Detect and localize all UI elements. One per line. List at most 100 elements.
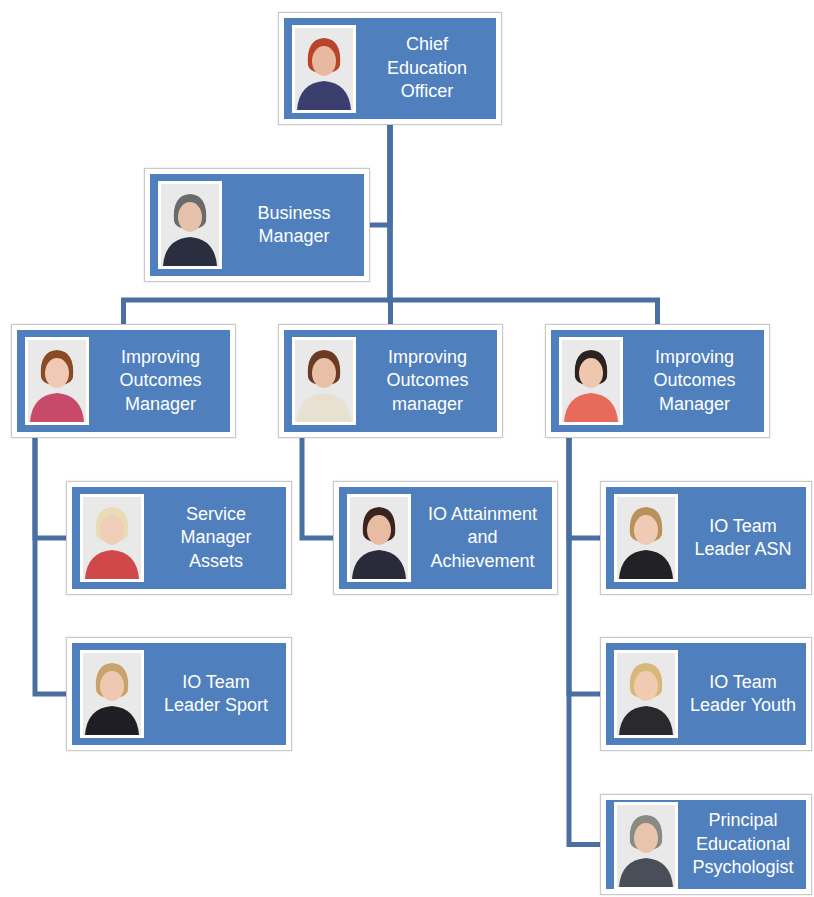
portrait-photo (292, 337, 356, 425)
connector-line (569, 438, 600, 694)
box-text-area: IO Team Leader ASN (686, 487, 800, 589)
org-box: Principal Educational Psychologist (600, 794, 812, 895)
connector-line (124, 125, 391, 324)
photo-face (45, 358, 69, 388)
photo-face (100, 671, 124, 701)
box-fill: Improving Outcomes Manager (551, 330, 764, 432)
org-box: Improving Outcomes Manager (545, 324, 770, 438)
box-text-area: IO Team Leader Youth (686, 643, 800, 745)
connector-line (35, 438, 66, 694)
photo-body (619, 858, 673, 887)
box-label: IO Team Leader Youth (686, 671, 800, 718)
box-label: Improving Outcomes Manager (631, 346, 758, 416)
photo-body (352, 550, 406, 579)
portrait-photo (80, 494, 144, 582)
photo-body (297, 81, 351, 110)
portrait-photo (25, 337, 89, 425)
box-fill: Business Manager (150, 174, 364, 276)
photo-ground (295, 28, 353, 110)
box-fill: Service Manager Assets (72, 487, 286, 589)
portrait-photo (80, 650, 144, 738)
org-box: IO Team Leader Sport (66, 637, 292, 751)
photo-ground (617, 805, 675, 887)
org-box: IO Attainment and Achievement (333, 481, 558, 595)
photo-face (634, 823, 658, 853)
box-label: Principal Educational Psychologist (686, 809, 800, 879)
photo-ground (83, 497, 141, 579)
photo-body (85, 706, 139, 735)
photo-body (85, 550, 139, 579)
connector-line (35, 438, 66, 538)
portrait-photo (614, 802, 678, 890)
connector-line (390, 125, 658, 324)
box-label: Improving Outcomes manager (364, 346, 491, 416)
portrait-photo (614, 494, 678, 582)
box-text-area: Principal Educational Psychologist (686, 800, 800, 889)
photo-ground (295, 340, 353, 422)
connector-line (370, 125, 390, 225)
photo-ground (83, 653, 141, 735)
box-fill: Principal Educational Psychologist (606, 800, 806, 889)
org-box: Chief Education Officer (278, 12, 502, 125)
box-label: Service Manager Assets (152, 503, 280, 573)
box-text-area: Improving Outcomes Manager (631, 330, 758, 432)
photo-body (30, 393, 84, 422)
photo-ground (617, 653, 675, 735)
portrait-photo (559, 337, 623, 425)
photo-frame (292, 25, 356, 113)
box-fill: Chief Education Officer (284, 18, 496, 119)
photo-frame (559, 337, 623, 425)
portrait-photo (614, 650, 678, 738)
photo-face (634, 671, 658, 701)
photo-ground (28, 340, 86, 422)
photo-frame (80, 494, 144, 582)
org-box: Improving Outcomes manager (278, 324, 503, 438)
photo-face (634, 515, 658, 545)
photo-frame (80, 650, 144, 738)
photo-ground (562, 340, 620, 422)
box-text-area: Chief Education Officer (364, 18, 490, 119)
photo-ground (617, 497, 675, 579)
box-text-area: IO Attainment and Achievement (419, 487, 546, 589)
photo-frame (158, 181, 222, 269)
connector-line (569, 438, 600, 538)
org-box: Improving Outcomes Manager (11, 324, 236, 438)
box-label: Chief Education Officer (364, 33, 490, 103)
box-fill: Improving Outcomes Manager (17, 330, 230, 432)
org-box: IO Team Leader ASN (600, 481, 812, 595)
photo-body (619, 550, 673, 579)
photo-frame (347, 494, 411, 582)
photo-ground (161, 184, 219, 266)
box-fill: IO Team Leader Sport (72, 643, 286, 745)
box-text-area: IO Team Leader Sport (152, 643, 280, 745)
photo-frame (614, 650, 678, 738)
box-fill: IO Attainment and Achievement (339, 487, 552, 589)
box-fill: Improving Outcomes manager (284, 330, 497, 432)
box-label: Business Manager (230, 202, 358, 249)
portrait-photo (292, 25, 356, 113)
photo-body (619, 706, 673, 735)
box-text-area: Service Manager Assets (152, 487, 280, 589)
photo-frame (614, 494, 678, 582)
box-label: IO Team Leader Sport (152, 671, 280, 718)
org-box: Business Manager (144, 168, 370, 282)
connector-line (302, 438, 333, 538)
photo-face (367, 515, 391, 545)
photo-body (163, 237, 217, 266)
photo-frame (292, 337, 356, 425)
box-text-area: Improving Outcomes Manager (97, 330, 224, 432)
box-text-area: Improving Outcomes manager (364, 330, 491, 432)
box-label: IO Team Leader ASN (686, 515, 800, 562)
photo-face (579, 358, 603, 388)
photo-body (297, 393, 351, 422)
photo-ground (350, 497, 408, 579)
photo-face (312, 358, 336, 388)
portrait-photo (158, 181, 222, 269)
box-fill: IO Team Leader Youth (606, 643, 806, 745)
org-box: IO Team Leader Youth (600, 637, 812, 751)
photo-face (178, 202, 202, 232)
box-fill: IO Team Leader ASN (606, 487, 806, 589)
portrait-photo (347, 494, 411, 582)
